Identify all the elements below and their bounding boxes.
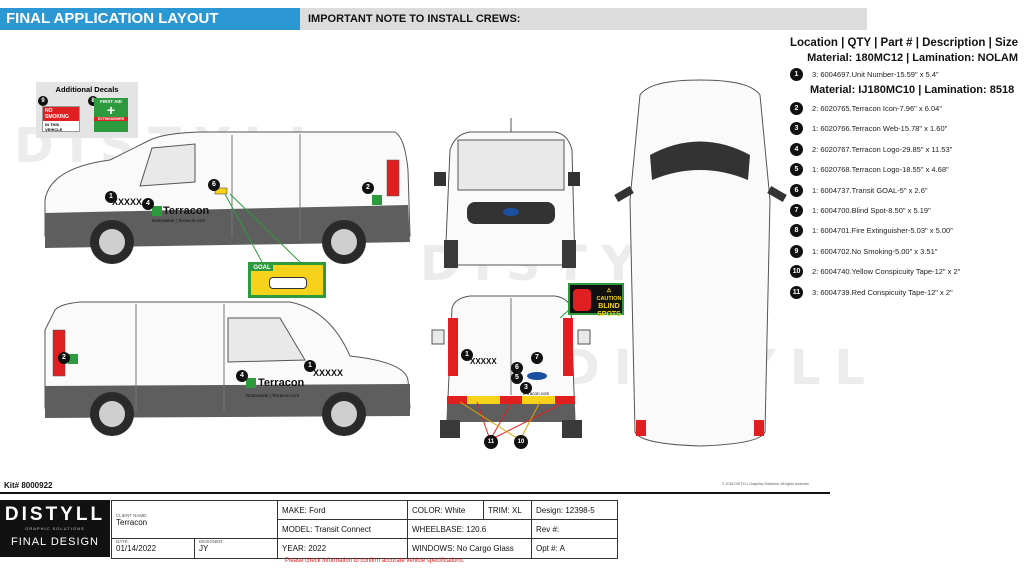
legend-heading: Location | QTY | Part # | Description | … [789, 37, 1018, 64]
callout-9: 9 [38, 96, 48, 106]
divider [0, 492, 830, 494]
legend-text: 2: 6020767.Terracon Logo-29.85" x 11.53" [812, 144, 953, 154]
legend-text: 2: 6004740.Yellow Conspicuity Tape-12" x… [812, 267, 961, 277]
callout-5: 5 [511, 372, 523, 384]
legend-text: 1: 6020768.Terracon Logo-18.55" x 4.68" [812, 165, 949, 175]
legend-number: 1 [790, 68, 803, 81]
legend-item: 8 1: 6004701.Fire Extinguisher-5.03" x 5.… [790, 224, 953, 238]
install-note: IMPORTANT NOTE TO INSTALL CREWS: [300, 8, 867, 30]
callout-11: 11 [484, 435, 498, 449]
callout-1: 1 [461, 349, 473, 361]
callout-4: 4 [236, 370, 248, 382]
van-outline-icon [269, 277, 307, 289]
callout-8: 8 [88, 96, 98, 106]
legend-number: 2 [790, 102, 803, 115]
callout-6: 6 [511, 362, 523, 374]
legend-item: 6 1: 6004737.Transit GOAL-5" x 2.6" [790, 183, 928, 197]
legend-number: 6 [790, 183, 803, 197]
copyright: © 2018 DISTYLL Graphics Solutions. All r… [722, 482, 810, 486]
vehicle-drawings [44, 79, 787, 447]
additional-decals-title: Additional Decals [55, 85, 119, 94]
van-front [434, 118, 580, 268]
legend-item: 11 3: 6004739.Red Conspicuity Tape-12" x … [790, 285, 953, 299]
terracon-tagline: Nationwide | Terracon.com [246, 393, 300, 398]
wheelbase: WHEELBASE: 120.6 [407, 519, 532, 539]
callout-1: 1 [304, 360, 316, 372]
terracon-logo: Terracon [258, 377, 305, 389]
legend-number: 7 [790, 204, 803, 217]
callout-10: 10 [514, 435, 528, 449]
legend-number: 4 [790, 142, 803, 156]
unit-number: XXXXX [470, 357, 497, 366]
terracon-tagline: Nationwide | Terracon.com [152, 218, 206, 223]
callout-4: 4 [142, 198, 154, 210]
no-smoking-decal: 9 NO SMOKING IN THIS VEHICLE [38, 96, 82, 134]
car-icon [573, 289, 591, 311]
color: COLOR: White [407, 500, 484, 520]
design-number: Design: 12398-5 [531, 500, 618, 520]
legend-number: 10 [790, 265, 803, 279]
header-banner: FINAL APPLICATION LAYOUT IMPORTANT NOTE … [0, 8, 867, 30]
make: MAKE: Ford [277, 500, 408, 520]
callout-1: 1 [105, 191, 117, 203]
callout-3: 3 [520, 382, 532, 394]
kit-number: Kit# 8000922 [4, 481, 53, 490]
blind-spot-decal-detail: ⚠ CAUTION BLIND SPOTS [568, 283, 624, 318]
legend-text: 1: 6004702.No Smoking-5.00" x 3.51" [812, 246, 938, 256]
vehicle-info-table: CLIENT NAME: Terracon MAKE: Ford COLOR: … [111, 500, 618, 559]
legend-item: 10 2: 6004740.Yellow Conspicuity Tape-12"… [790, 265, 961, 279]
rev-number: Rev #: [531, 519, 618, 539]
goal-decal-detail: GOAL [248, 262, 326, 298]
legend-number: 3 [790, 122, 803, 136]
terracon-web: Terracon.com [522, 391, 550, 396]
material-2: Material: IJ180MC10 | Lamination: 8518 [810, 84, 1015, 96]
unit-number: XXXXX [112, 197, 143, 207]
legend-text: 1: 6004737.Transit GOAL-5" x 2.6" [812, 185, 928, 195]
cross-icon: + [106, 102, 116, 118]
year: YEAR: 2022 [277, 538, 408, 559]
fire-extinguisher-decal: 8 FIRST AID + EXTINGUISHER [88, 96, 132, 134]
legend-text: 1: 6004700.Blind Spot-8.50" x 5.19" [812, 206, 931, 215]
legend-text: 3: 6004739.Red Conspicuity Tape-12" x 2" [812, 287, 953, 297]
distyll-logo: DISTYLL GRAPHIC SOLUTIONS FINAL DESIGN [0, 500, 110, 557]
warning-icon: ⚠ [606, 288, 612, 294]
legend-item: 2 2: 6020765.Terracon Icon-7.96" x 6.04" [790, 102, 942, 115]
legend-number: 11 [790, 285, 803, 299]
legend-item: 4 2: 6020767.Terracon Logo-29.85" x 11.53… [790, 142, 953, 156]
legend-number: 5 [790, 163, 803, 177]
van-top [614, 79, 787, 447]
terracon-logo: Terracon [163, 205, 210, 217]
windows: WINDOWS: No Cargo Glass [407, 538, 532, 559]
model: MODEL: Transit Connect [277, 519, 408, 539]
unit-number: XXXXX [313, 368, 344, 378]
trim: TRIM: XL [483, 500, 532, 520]
van-right-side [44, 301, 411, 436]
legend-text: 2: 6020765.Terracon Icon-7.96" x 6.04" [812, 104, 942, 113]
legend-text: 1: 6004701.Fire Extinguisher-5.03" x 5.0… [812, 226, 953, 236]
legend-text: 1: 6020766.Terracon Web-15.78" x 1.60" [812, 124, 948, 134]
callout-7: 7 [531, 352, 543, 364]
final-design-label: FINAL DESIGN [11, 536, 99, 548]
callout-2: 2 [362, 182, 374, 194]
legend-item: 9 1: 6004702.No Smoking-5.00" x 3.51" [790, 244, 938, 258]
legend-text: 3: 6004697.Unit Number-15.59" x 5.4" [812, 70, 939, 79]
van-left-side [44, 131, 411, 264]
opt-number: Opt #: A [531, 538, 618, 559]
legend-item: 5 1: 6020768.Terracon Logo-18.55" x 4.68" [790, 163, 949, 177]
legend-item: 1 3: 6004697.Unit Number-15.59" x 5.4" [790, 68, 939, 81]
client-cell: CLIENT NAME: Terracon [111, 500, 278, 539]
legend-number: 8 [790, 224, 803, 238]
callout-6: 6 [208, 179, 220, 191]
additional-decals: Additional Decals 9 NO SMOKING IN THIS V… [36, 82, 138, 138]
page-title: FINAL APPLICATION LAYOUT [0, 8, 300, 30]
spec-warning: Please check information to confirm accu… [285, 558, 465, 564]
legend-number: 9 [790, 244, 803, 258]
date-designer-cell: DATE: 01/14/2022 DESIGNER: JY [111, 538, 278, 559]
legend-item: 7 1: 6004700.Blind Spot-8.50" x 5.19" [790, 204, 931, 217]
legend-item: 3 1: 6020766.Terracon Web-15.78" x 1.60" [790, 122, 948, 136]
callout-2: 2 [58, 352, 70, 364]
